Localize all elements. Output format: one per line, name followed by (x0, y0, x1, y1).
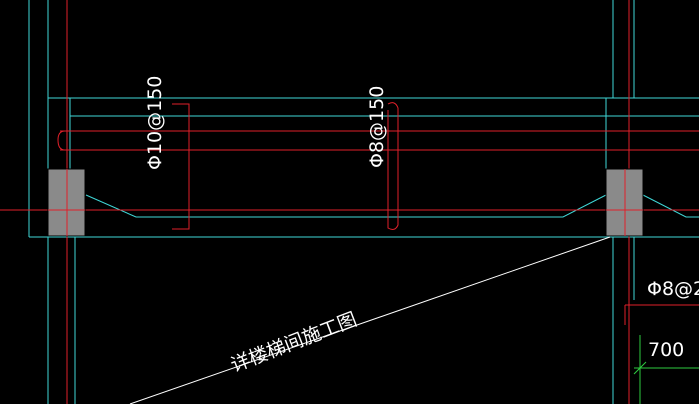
slab-bottom-profile-right (642, 194, 699, 218)
dimension-tick (633, 361, 647, 375)
rebar-label-right: Φ8@2 (647, 278, 699, 300)
top-rebar-hook (57, 130, 66, 151)
beam-outline (29, 97, 699, 238)
rebar-label-left: Φ10@150 (144, 76, 166, 170)
stair-note: 详楼梯间施工图 (228, 308, 360, 376)
column-outlines (28, 0, 635, 404)
stair-diagonal-line (129, 236, 611, 404)
rebar-u-bar (387, 102, 399, 230)
dimension-text: 700 (648, 339, 684, 361)
rebar-label-top: Φ8@150 (366, 86, 388, 168)
dimension-marks (633, 335, 699, 404)
slab-bottom-profile (85, 194, 607, 218)
rebar-bracket-left (172, 103, 190, 230)
